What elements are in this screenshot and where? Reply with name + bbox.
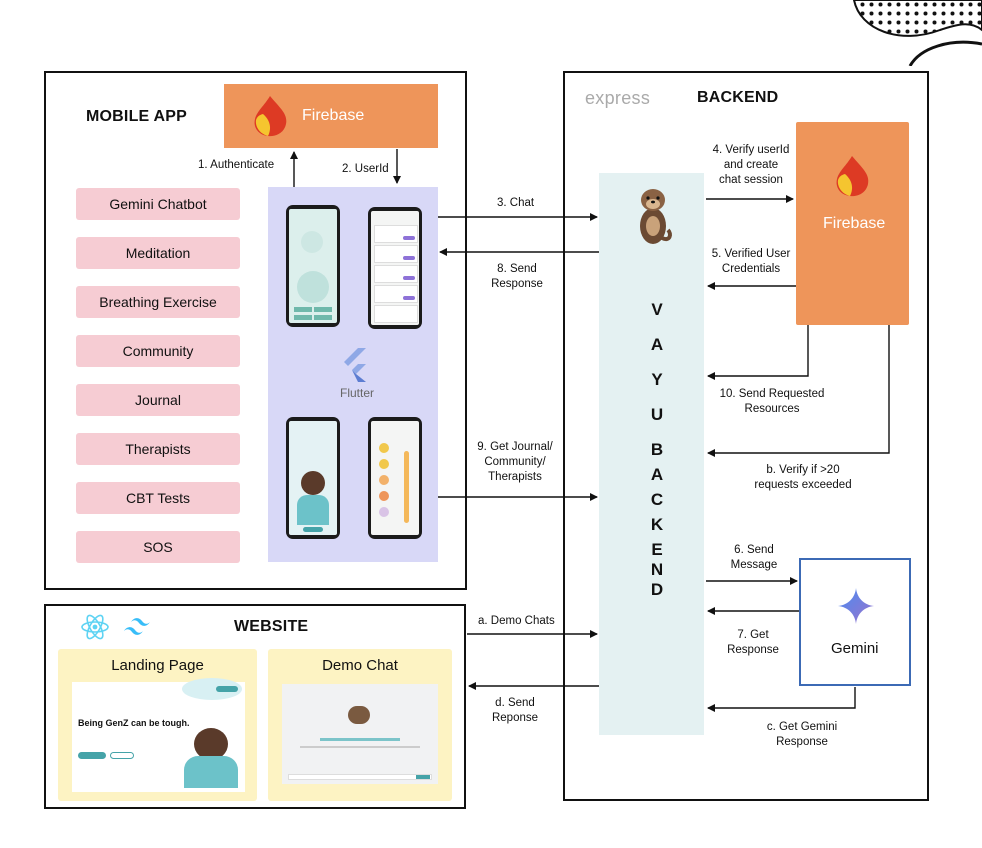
backend-firebase-label: Firebase: [823, 215, 886, 232]
backend-letter-e: E: [651, 540, 663, 559]
backend-title: BACKEND: [697, 89, 779, 106]
demo-chat-screenshot: [282, 684, 438, 784]
landing-page-title: Landing Page: [111, 657, 204, 674]
mobile-firebase-label: Firebase: [302, 107, 365, 124]
otter-mascot-icon: [640, 189, 672, 244]
flutter-label: Flutter: [340, 386, 375, 400]
backend-letter-k: K: [650, 515, 664, 534]
backend-letter-c: C: [650, 490, 664, 509]
label-get-journal: 9. Get Journal/Community/Therapists: [477, 441, 553, 483]
feature-meditation: Meditation: [76, 237, 240, 269]
firebase-icon: [254, 96, 287, 137]
backend-letter-a: A: [650, 465, 664, 484]
backend-letter-b: B: [650, 440, 664, 459]
tailwind-icon: [124, 618, 150, 635]
vayu-letter-y: Y: [651, 370, 663, 389]
arrow-send-requested-resources: [707, 325, 809, 380]
mobile-firebase-box: Firebase: [224, 84, 438, 148]
backend-letter-d: D: [650, 580, 664, 599]
gemini-box: Gemini: [799, 558, 911, 686]
gemini-sparkle-icon: [838, 588, 874, 624]
feature-breathing-exercise: Breathing Exercise: [76, 286, 240, 318]
phone-mockup-welcome: [286, 417, 340, 539]
vayu-backend-column: [599, 173, 704, 735]
phone-mockup-community: [368, 207, 422, 329]
feature-cbt-tests: CBT Tests: [76, 482, 240, 514]
phone-mockup-mood: [368, 417, 422, 539]
react-icon: [81, 614, 109, 640]
label-chat: 3. Chat: [497, 197, 535, 209]
feature-community: Community: [76, 335, 240, 367]
website-title: WEBSITE: [234, 618, 309, 635]
feature-therapists: Therapists: [76, 433, 240, 465]
demo-chat-title: Demo Chat: [322, 657, 398, 674]
landing-page-screenshot: Being GenZ can be tough.: [72, 678, 245, 792]
backend-letter-n: N: [650, 560, 664, 579]
firebase-icon: [836, 156, 869, 197]
feature-sos: SOS: [76, 531, 240, 563]
arrow-get-gemini-response: [707, 687, 856, 712]
gemini-label: Gemini: [831, 640, 879, 657]
feature-journal: Journal: [76, 384, 240, 416]
landing-headline: Being GenZ can be tough.: [78, 718, 190, 728]
feature-gemini-chatbot: Gemini Chatbot: [76, 188, 240, 220]
mobile-app-title: MOBILE APP: [86, 108, 187, 125]
decorative-dotted-blob: [852, 0, 982, 66]
phone-mockup-meditation: [286, 205, 340, 327]
vayu-letter-a: A: [650, 335, 664, 354]
authenticate-label: 1. Authenticate: [198, 159, 275, 171]
vayu-letter-v: V: [651, 300, 663, 319]
userid-label: 2. UserId: [342, 163, 389, 175]
express-logo: express: [585, 88, 651, 108]
arrow-verify-requests: [707, 325, 890, 457]
label-demo-chats: a. Demo Chats: [478, 615, 555, 627]
flutter-icon: [344, 348, 366, 382]
vayu-letter-u: U: [650, 405, 664, 424]
backend-firebase-box: Firebase: [796, 122, 909, 325]
